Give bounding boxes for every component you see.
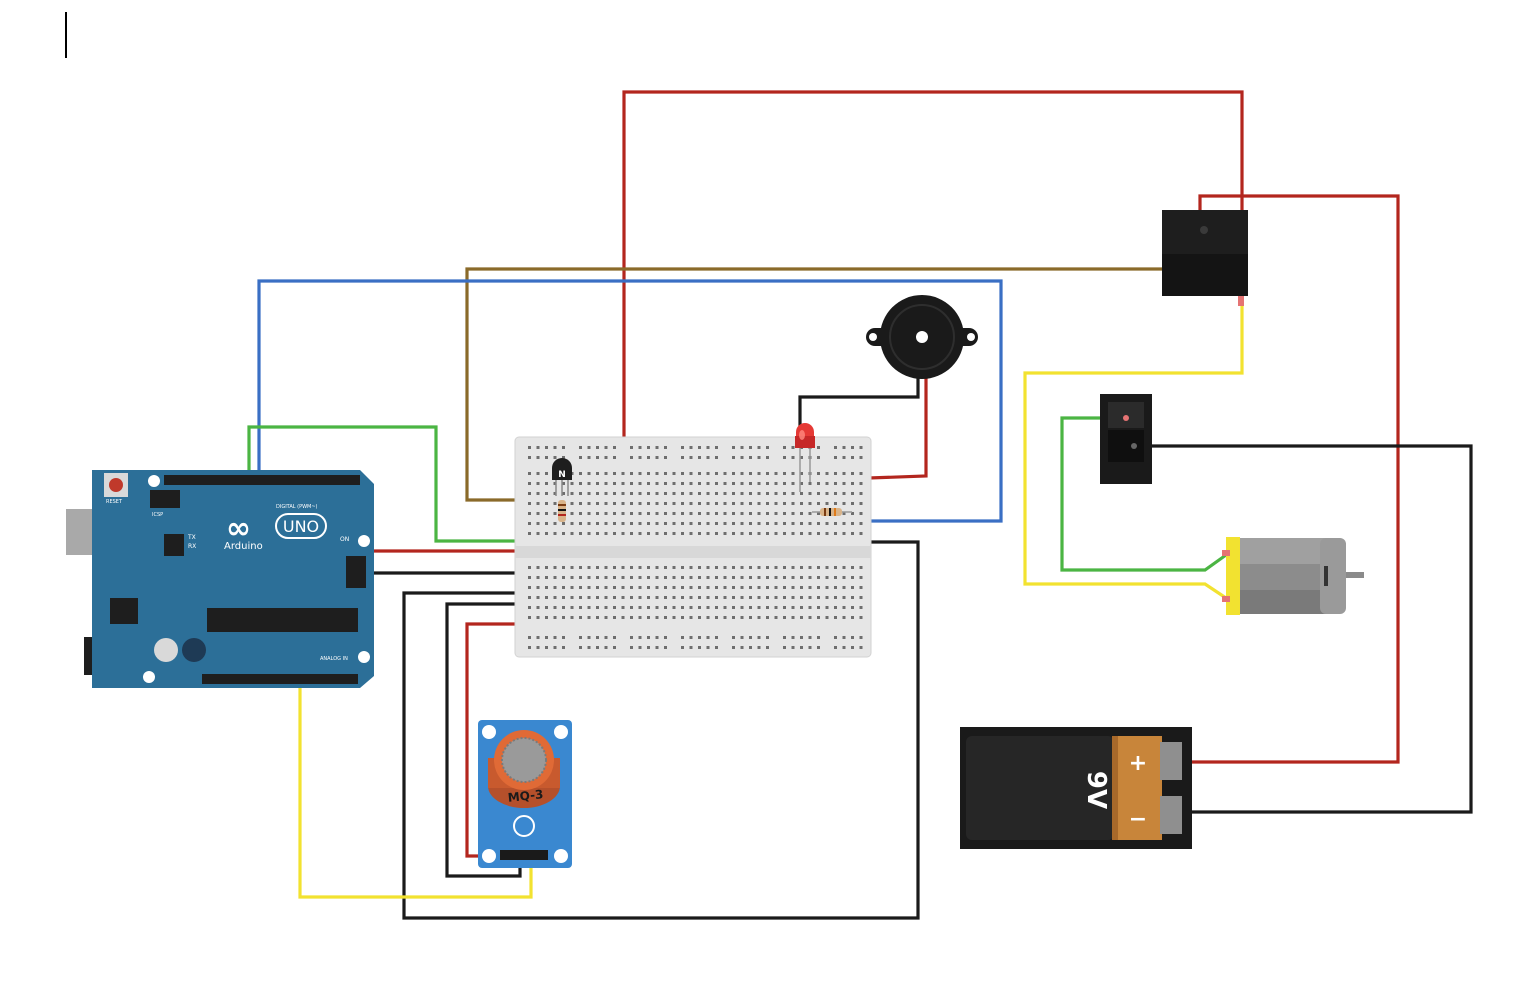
transistor-label: N xyxy=(558,470,566,480)
arduino-uno-board: ∞ UNO Arduino RESET ICSP TX RX ON DIGITA… xyxy=(66,470,374,688)
led xyxy=(795,423,815,492)
rx-label: RX xyxy=(188,543,196,550)
analog-label: ANALOG IN xyxy=(320,656,348,662)
battery-minus: − xyxy=(1129,807,1147,832)
9v-battery: + − 9V xyxy=(960,727,1192,849)
arduino-logo: ∞ UNO Arduino xyxy=(224,511,327,552)
icsp-label: ICSP xyxy=(152,512,163,518)
breadboard-holes xyxy=(528,446,863,649)
on-label: ON xyxy=(340,536,349,543)
wire-black-battery xyxy=(1140,444,1473,814)
tx-label: TX xyxy=(187,534,196,541)
breadboard xyxy=(514,436,872,658)
analog-header xyxy=(202,674,358,684)
wire-green-transistor xyxy=(247,425,560,543)
npn-transistor: N xyxy=(552,458,572,496)
rocker-switch xyxy=(1100,394,1152,484)
icsp-header xyxy=(150,490,180,508)
arduino-brand: Arduino xyxy=(224,541,263,552)
battery-voltage: 9V xyxy=(1081,771,1111,809)
battery-plus: + xyxy=(1129,751,1147,776)
relay xyxy=(1162,210,1248,306)
wire-green-motor xyxy=(1060,416,1227,572)
wire-black-sensor xyxy=(445,602,553,878)
dc-motor xyxy=(1222,537,1364,615)
wire-brown-relay xyxy=(465,267,1168,502)
arduino-logo-symbol: ∞ xyxy=(226,511,251,546)
piezo-buzzer xyxy=(866,295,978,379)
digital-label: DIGITAL (PWM~) xyxy=(276,504,318,510)
resistor-transistor xyxy=(558,500,566,522)
digital-header xyxy=(164,475,360,485)
atmega-chip xyxy=(207,608,358,632)
resistor-led xyxy=(812,508,852,516)
board-name: UNO xyxy=(283,517,319,536)
capacitor xyxy=(154,638,178,662)
wire-yellow-sensor xyxy=(298,676,533,899)
reset-label: RESET xyxy=(106,499,123,505)
mq3-gas-sensor: MQ-3 xyxy=(478,720,572,868)
wire-yellow-motor xyxy=(1023,300,1244,600)
sensor-label: MQ-3 xyxy=(507,787,544,805)
wire-blue xyxy=(257,279,1003,523)
